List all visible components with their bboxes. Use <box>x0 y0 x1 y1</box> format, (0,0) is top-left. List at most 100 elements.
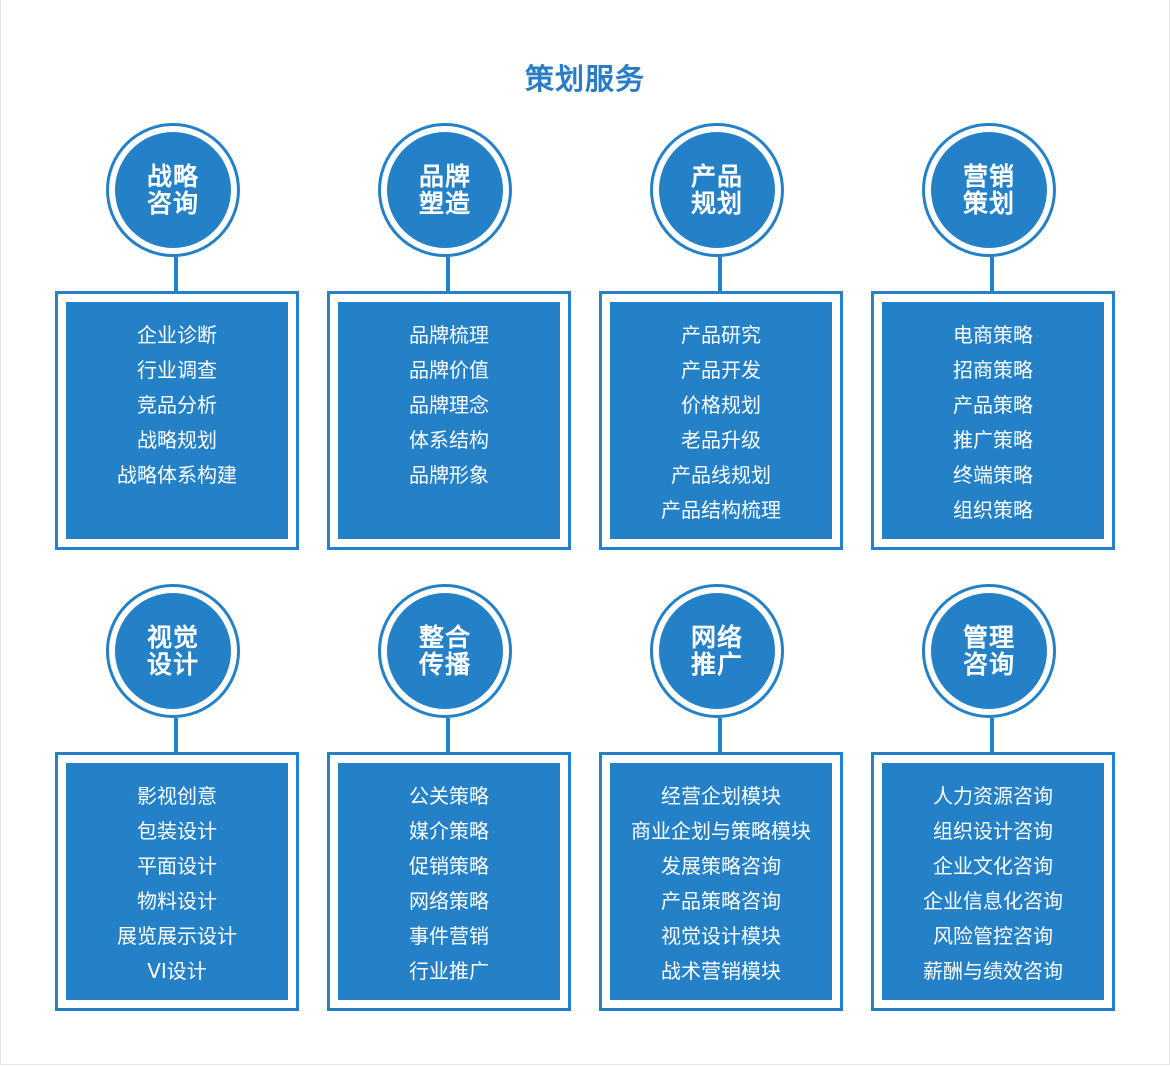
service-circle[interactable]: 整合 传播 <box>378 584 512 718</box>
service-items-panel: 产品研究 产品开发 价格规划 老品升级 产品线规划 产品结构梳理 <box>610 302 832 539</box>
page-title: 策划服务 <box>524 62 645 97</box>
service-items-list: 经营企划模块 商业企划与策略模块 发展策略咨询 产品策略咨询 视觉设计模块 战术… <box>610 763 832 989</box>
service-circle-fill: 整合 传播 <box>387 593 503 709</box>
service-items-panel: 公关策略 媒介策略 促销策略 网络策略 事件营销 行业推广 <box>338 763 560 1000</box>
service-items-box: 电商策略 招商策略 产品策略 推广策略 终端策略 组织策略 <box>871 291 1115 550</box>
service-items-box: 品牌梳理 品牌价值 品牌理念 体系结构 品牌形象 <box>327 291 571 550</box>
connector-line <box>990 718 994 752</box>
service-name-line: 设计 <box>146 650 199 679</box>
service-item: 战略体系构建 <box>117 463 237 487</box>
service-item: 企业信息化咨询 <box>923 889 1063 913</box>
service-item: 体系结构 <box>409 428 489 452</box>
service-item: 品牌理念 <box>409 393 489 417</box>
service-items-panel: 电商策略 招商策略 产品策略 推广策略 终端策略 组织策略 <box>882 302 1104 539</box>
connector-line <box>990 257 994 291</box>
connector-line <box>718 257 722 291</box>
connector-line <box>446 257 450 291</box>
service-items-box: 经营企划模块 商业企划与策略模块 发展策略咨询 产品策略咨询 视觉设计模块 战术… <box>599 752 843 1011</box>
service-item: 影视创意 <box>137 784 217 808</box>
service-circle[interactable]: 产品 规划 <box>650 123 784 257</box>
service-item: VI设计 <box>147 959 207 983</box>
service-circle[interactable]: 视觉 设计 <box>106 584 240 718</box>
service-name-line: 规划 <box>690 189 743 218</box>
service-item: 媒介策略 <box>409 819 489 843</box>
service-item: 产品策略咨询 <box>661 889 781 913</box>
service-item: 网络策略 <box>409 889 489 913</box>
service-circle-fill: 营销 策划 <box>931 132 1047 248</box>
service-items-list: 品牌梳理 品牌价值 品牌理念 体系结构 品牌形象 <box>338 302 560 493</box>
connector-line <box>718 718 722 752</box>
service-name-line: 传播 <box>418 650 471 679</box>
service-item: 终端策略 <box>953 463 1033 487</box>
connector-line <box>446 718 450 752</box>
service-item: 产品策略 <box>953 393 1033 417</box>
service-name-line: 营销 <box>962 162 1015 191</box>
service-items-box: 影视创意 包装设计 平面设计 物料设计 展览展示设计 VI设计 <box>55 752 299 1011</box>
service-circle-fill: 战略 咨询 <box>115 132 231 248</box>
service-item: 战略规划 <box>137 428 217 452</box>
service-item: 品牌形象 <box>409 463 489 487</box>
service-items-list: 产品研究 产品开发 价格规划 老品升级 产品线规划 产品结构梳理 <box>610 302 832 528</box>
service-item: 风险管控咨询 <box>933 924 1053 948</box>
service-item: 公关策略 <box>409 784 489 808</box>
service-items-list: 企业诊断 行业调查 竞品分析 战略规划 战略体系构建 <box>66 302 288 493</box>
service-circle[interactable]: 品牌 塑造 <box>378 123 512 257</box>
service-circle[interactable]: 战略 咨询 <box>106 123 240 257</box>
service-item: 薪酬与绩效咨询 <box>923 959 1063 983</box>
service-items-box: 公关策略 媒介策略 促销策略 网络策略 事件营销 行业推广 <box>327 752 571 1011</box>
service-items-panel: 影视创意 包装设计 平面设计 物料设计 展览展示设计 VI设计 <box>66 763 288 1000</box>
service-name-line: 管理 <box>962 623 1015 652</box>
service-item: 人力资源咨询 <box>933 784 1053 808</box>
service-name-line: 产品 <box>690 162 743 191</box>
service-item: 组织设计咨询 <box>933 819 1053 843</box>
service-item: 企业诊断 <box>137 323 217 347</box>
service-circle-fill: 管理 咨询 <box>931 593 1047 709</box>
service-name-line: 咨询 <box>962 650 1015 679</box>
service-circle[interactable]: 网络 推广 <box>650 584 784 718</box>
service-item: 产品结构梳理 <box>661 498 781 522</box>
service-item: 产品开发 <box>681 358 761 382</box>
service-item: 推广策略 <box>953 428 1033 452</box>
service-items-box: 人力资源咨询 组织设计咨询 企业文化咨询 企业信息化咨询 风险管控咨询 薪酬与绩… <box>871 752 1115 1011</box>
service-circle-fill: 产品 规划 <box>659 132 775 248</box>
service-name-line: 视觉 <box>146 623 199 652</box>
service-circle-fill: 品牌 塑造 <box>387 132 503 248</box>
service-circle-fill: 网络 推广 <box>659 593 775 709</box>
service-circle[interactable]: 管理 咨询 <box>922 584 1056 718</box>
service-item: 企业文化咨询 <box>933 854 1053 878</box>
service-items-panel: 人力资源咨询 组织设计咨询 企业文化咨询 企业信息化咨询 风险管控咨询 薪酬与绩… <box>882 763 1104 1000</box>
service-item: 经营企划模块 <box>661 784 781 808</box>
service-item: 电商策略 <box>953 323 1033 347</box>
service-item: 视觉设计模块 <box>661 924 781 948</box>
connector-line <box>174 257 178 291</box>
service-item: 组织策略 <box>953 498 1033 522</box>
service-item: 战术营销模块 <box>661 959 781 983</box>
service-item: 老品升级 <box>681 428 761 452</box>
service-item: 品牌梳理 <box>409 323 489 347</box>
service-items-box: 产品研究 产品开发 价格规划 老品升级 产品线规划 产品结构梳理 <box>599 291 843 550</box>
service-item: 展览展示设计 <box>117 924 237 948</box>
service-items-panel: 品牌梳理 品牌价值 品牌理念 体系结构 品牌形象 <box>338 302 560 539</box>
service-item: 价格规划 <box>681 393 761 417</box>
service-items-list: 电商策略 招商策略 产品策略 推广策略 终端策略 组织策略 <box>882 302 1104 528</box>
service-item: 平面设计 <box>137 854 217 878</box>
service-items-panel: 经营企划模块 商业企划与策略模块 发展策略咨询 产品策略咨询 视觉设计模块 战术… <box>610 763 832 1000</box>
service-name-line: 整合 <box>418 623 471 652</box>
service-name-line: 策划 <box>962 189 1015 218</box>
service-item: 行业推广 <box>409 959 489 983</box>
service-item: 促销策略 <box>409 854 489 878</box>
service-name-line: 品牌 <box>418 162 471 191</box>
service-circle[interactable]: 营销 策划 <box>922 123 1056 257</box>
service-item: 物料设计 <box>137 889 217 913</box>
service-item: 竞品分析 <box>137 393 217 417</box>
connector-line <box>174 718 178 752</box>
service-items-box: 企业诊断 行业调查 竞品分析 战略规划 战略体系构建 <box>55 291 299 550</box>
service-item: 产品研究 <box>681 323 761 347</box>
service-items-list: 人力资源咨询 组织设计咨询 企业文化咨询 企业信息化咨询 风险管控咨询 薪酬与绩… <box>882 763 1104 989</box>
service-items-panel: 企业诊断 行业调查 竞品分析 战略规划 战略体系构建 <box>66 302 288 539</box>
service-item: 事件营销 <box>409 924 489 948</box>
service-name-line: 推广 <box>690 650 743 679</box>
service-circle-fill: 视觉 设计 <box>115 593 231 709</box>
service-item: 商业企划与策略模块 <box>631 819 811 843</box>
